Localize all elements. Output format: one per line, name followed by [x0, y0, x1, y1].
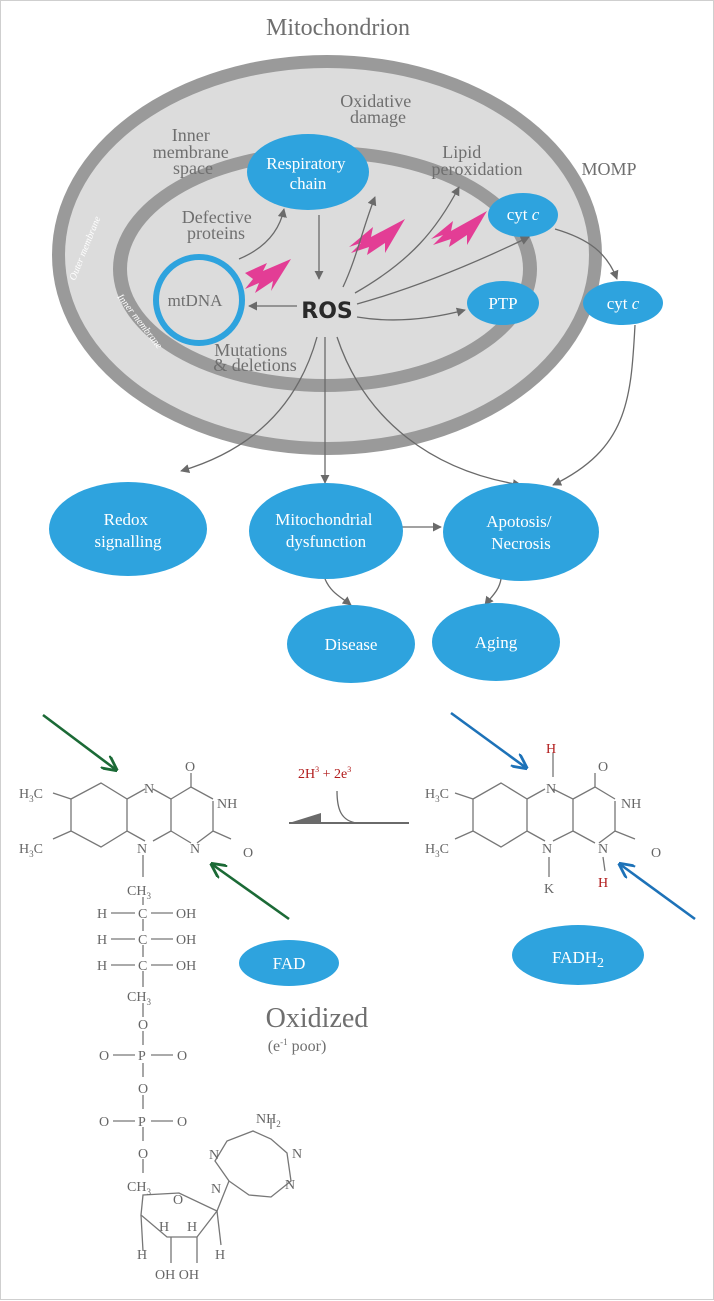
- svg-text:CH3: CH3: [127, 884, 151, 901]
- disease-text: Disease: [325, 635, 378, 654]
- fad-label: FAD: [273, 954, 306, 973]
- svg-text:OH: OH: [176, 959, 196, 974]
- oxidized-subtitle: (e-1 poor): [268, 1037, 327, 1055]
- svg-text:H3C: H3C: [425, 842, 449, 859]
- green-arrow-top: [42, 713, 115, 769]
- cyt-c-outer-node: [583, 281, 663, 325]
- svg-text:C: C: [138, 933, 147, 948]
- respiratory-chain-node: [247, 134, 369, 210]
- svg-text:NH: NH: [217, 797, 237, 812]
- svg-text:H: H: [215, 1248, 225, 1263]
- svg-text:NH2: NH2: [256, 1112, 281, 1129]
- svg-text:H: H: [159, 1220, 169, 1235]
- svg-text:O: O: [598, 760, 608, 775]
- fadh2-label: FADH2: [552, 948, 604, 971]
- aging-node: [432, 603, 560, 681]
- svg-text:OH OH: OH OH: [155, 1268, 199, 1283]
- redox-text: Redox signalling: [94, 510, 162, 551]
- fad-badge: [239, 940, 339, 986]
- svg-text:P: P: [138, 1115, 146, 1130]
- mitochondrion-title: Mitochondrion: [266, 15, 410, 41]
- svg-text:O: O: [138, 1018, 148, 1033]
- reaction-reagent: 2H3 + 2e3: [298, 765, 351, 782]
- svg-text:H: H: [546, 742, 556, 757]
- ptp-text: PTP: [488, 294, 517, 313]
- redox-node: [49, 482, 207, 576]
- ptp-node: [467, 281, 539, 325]
- svg-text:N: N: [292, 1147, 302, 1162]
- svg-text:O: O: [99, 1115, 109, 1130]
- svg-text:P: P: [138, 1049, 146, 1064]
- fadh2-badge: [512, 925, 644, 985]
- svg-text:N: N: [144, 782, 154, 797]
- svg-text:CH3: CH3: [127, 990, 151, 1007]
- svg-text:O: O: [177, 1115, 187, 1130]
- mito-dysfunction-node: [249, 483, 403, 579]
- svg-text:H3C: H3C: [19, 842, 43, 859]
- mutations-deletions-label: Mutations & deletions: [213, 340, 297, 375]
- svg-text:K: K: [544, 882, 554, 897]
- svg-text:H: H: [97, 959, 107, 974]
- svg-text:CH3: CH3: [127, 1180, 151, 1197]
- svg-text:O: O: [99, 1049, 109, 1064]
- svg-text:H3C: H3C: [19, 787, 43, 804]
- defective-proteins-label: Defective proteins: [182, 207, 256, 243]
- svg-text:H: H: [97, 933, 107, 948]
- svg-text:OH: OH: [176, 933, 196, 948]
- mtdna-ring: [153, 254, 245, 346]
- oxidized-label: Oxidized: [266, 1003, 369, 1034]
- fad-structure: H3C H3C N O NH O N N CH3 H C OH H C OH H…: [19, 760, 302, 1283]
- ros-burst-icon: [245, 211, 487, 293]
- oxidative-damage-label: Oxidative damage: [340, 91, 415, 127]
- apoptosis-text: Apotosis/ Necrosis: [486, 512, 555, 553]
- svg-text:N: N: [137, 842, 147, 857]
- svg-text:N: N: [209, 1148, 219, 1163]
- svg-text:O: O: [651, 846, 661, 861]
- mito-dysfunction-text: Mitochondrial dysfunction: [275, 510, 377, 551]
- svg-text:H: H: [187, 1220, 197, 1235]
- svg-text:NH: NH: [621, 797, 641, 812]
- svg-text:O: O: [185, 760, 195, 775]
- respiratory-chain-text: Respiratory chain: [266, 154, 350, 193]
- matrix: [127, 159, 523, 379]
- lipid-peroxidation-label: Lipid peroxidation: [432, 142, 523, 179]
- svg-text:N: N: [285, 1178, 295, 1193]
- svg-text:N: N: [542, 842, 552, 857]
- svg-text:C: C: [138, 907, 147, 922]
- svg-text:N: N: [546, 782, 556, 797]
- svg-text:O: O: [173, 1193, 183, 1208]
- svg-text:H: H: [97, 907, 107, 922]
- svg-text:H3C: H3C: [425, 787, 449, 804]
- svg-text:H: H: [137, 1248, 147, 1263]
- svg-text:O: O: [177, 1049, 187, 1064]
- svg-text:O: O: [243, 846, 253, 861]
- cyt-c-outer-text: cyt c: [607, 294, 640, 313]
- svg-text:N: N: [598, 842, 608, 857]
- inner-membrane-space-label: Inner membrane space: [153, 125, 233, 178]
- svg-text:N: N: [190, 842, 200, 857]
- svg-text:O: O: [138, 1147, 148, 1162]
- ros-label: ROS: [301, 299, 353, 324]
- svg-text:H: H: [598, 876, 608, 891]
- cyt-c-inner-text: cyt c: [507, 205, 540, 224]
- blue-arrow-top: [450, 711, 525, 767]
- svg-text:O: O: [138, 1082, 148, 1097]
- green-arrow-bottom: [213, 865, 290, 921]
- momp-label: MOMP: [581, 159, 636, 179]
- cyt-c-inner-node: [488, 193, 558, 237]
- internal-arrows: [238, 186, 619, 321]
- disease-node: [287, 605, 415, 683]
- svg-text:OH: OH: [176, 907, 196, 922]
- apoptosis-node: [443, 483, 599, 581]
- fadh2-structure: H3C H3C H N O NH O N N H K: [425, 742, 661, 897]
- aging-text: Aging: [475, 633, 518, 652]
- svg-text:N: N: [211, 1182, 221, 1197]
- svg-text:C: C: [138, 959, 147, 974]
- mtdna-label: mtDNA: [168, 291, 224, 310]
- blue-arrow-bottom: [621, 865, 696, 921]
- reaction-arrow: [289, 790, 409, 824]
- outgoing-arrows: [180, 324, 636, 606]
